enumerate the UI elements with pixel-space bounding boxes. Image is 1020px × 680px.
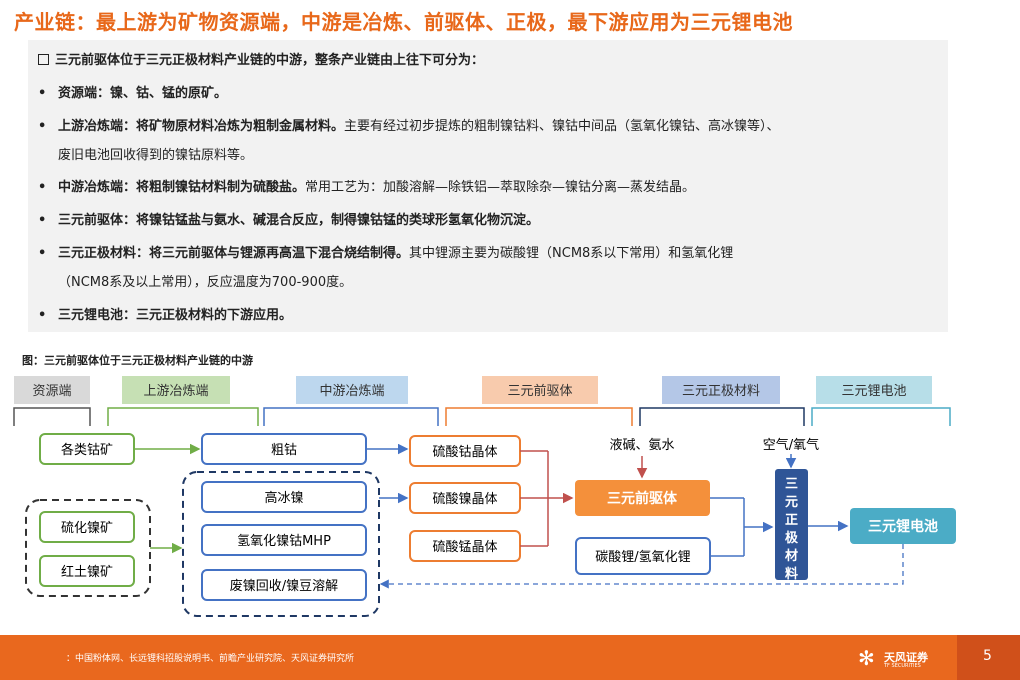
node-nickel-matte [201,481,367,513]
info-item-upstream-cont: 废旧电池回收得到的镍钴原料等。 [58,148,254,163]
bracket-upstream [107,407,259,426]
industry-chain-diagram: 资源端 上游冶炼端 中游冶炼端 三元前驱体 三元正极材料 三元锂电池 各类钴矿 … [13,376,956,617]
bracket-battery [811,407,951,426]
bracket-precursor [445,407,633,426]
info-item-cathode-cont: （NCM8系及以上常用），反应温度为700-900度。 [58,275,353,290]
page-number: 5 [983,648,992,664]
stage-label-battery: 三元锂电池 [841,384,906,399]
info-item-precursor: •三元前驱体：将镍钴锰盐与氨水、碱混合反应，制得镍钴锰的类球形氢氧化物沉淀。 [38,213,540,228]
stage-label-upstream: 上游冶炼端 [143,384,208,399]
stage-label-cathode: 三元正极材料 [682,384,760,399]
info-item-battery: •三元锂电池：三元正极材料的下游应用。 [38,308,293,323]
node-precursor-label: 三元前驱体 [607,490,678,507]
checkbox-square-icon [38,54,49,65]
node-nickel-matte-label: 高冰镍 [264,490,303,506]
page-number-box: 5 [957,635,1020,680]
node-cathode [775,469,808,580]
arrow-recycle-loop [379,544,904,589]
stage-label-midstream: 中游冶炼端 [319,384,384,399]
footer: ：中国粉体网、长远锂科招股说明书、前瞻产业研究院、天风证券研究所 ✻ 天风证券 … [0,635,1020,680]
info-intro: 三元前驱体位于三元正极材料产业链的中游，整条产业链由上往下可分为： [38,52,484,70]
node-recycle [201,569,367,601]
node-cathode-char: 三 [785,477,798,492]
page-title: 产业链：最上游为矿物资源端，中游是冶炼、前驱体、正极，最下游应用为三元锂电池 [14,10,793,34]
bracket-cathode [639,407,805,426]
logo-flower-icon: ✻ [858,646,875,670]
node-cobalt-sulfate-label: 硫酸钴晶体 [432,445,497,460]
node-cobalt-ore-label: 各类钴矿 [61,442,113,458]
info-item-midstream: •中游冶炼端：将粗制镍钴材料制为硫酸盐。常用工艺为：加酸溶解—除铁铝—萃取除杂—… [38,180,696,195]
node-sulfide-ore-label: 硫化镍矿 [61,521,113,536]
info-item-cathode: •三元正极材料：将三元前驱体与锂源再高温下混合烧结制得。其中锂源主要为碳酸锂（N… [38,246,734,261]
stage-tab-cathode [662,376,780,404]
node-crude-cobalt-label: 粗钴 [271,443,297,458]
stage-tab-midstream [296,376,408,404]
node-sulfide-ore [39,511,135,543]
node-lithium-source-label: 碳酸锂/氢氧化锂 [595,550,690,565]
company-logo: ✻ 天风证券 TF SECURITIES [858,646,928,670]
node-laterite-ore-label: 红土镍矿 [61,564,113,580]
node-battery [850,508,956,544]
stage-tab-upstream [122,376,230,404]
node-cathode-char: 元 [785,495,798,510]
info-item-upstream: •上游冶炼端：将矿物原材料冶炼为粗制金属材料。主要有经过初步提炼的粗制镍钴料、镍… [38,119,780,134]
footer-source: ：中国粉体网、长远锂科招股说明书、前瞻产业研究院、天风证券研究所 [66,654,355,664]
node-mhp [201,524,367,556]
bracket-resource [13,407,91,426]
ore-group [25,499,151,597]
node-nickel-sulfate-label: 硫酸镍晶体 [432,492,497,507]
node-cathode-char: 材 [785,548,798,564]
node-cathode-char: 正 [785,513,798,528]
node-cathode-label: 三元正极材料 [785,477,799,582]
bracket-midstream [263,407,439,426]
stage-tab-precursor [482,376,598,404]
figure-caption: 图：三元前驱体位于三元正极材料产业链的中游 [22,354,253,367]
stage-tab-battery [816,376,932,404]
node-recycle-label: 废镍回收/镍豆溶解 [230,578,338,594]
node-cathode-char: 极 [785,530,799,546]
node-cathode-char: 料 [785,566,798,582]
info-box: 三元前驱体位于三元正极材料产业链的中游，整条产业链由上往下可分为： •资源端：镍… [28,40,948,332]
stage-tab-resource [14,376,90,404]
air-oxygen-label: 空气/氧气 [763,437,819,453]
node-battery-label: 三元锂电池 [868,518,938,535]
node-manganese-sulfate-label: 硫酸锰晶体 [432,540,497,555]
node-precursor [575,480,710,516]
intermediates-group [182,471,380,617]
node-laterite-ore [39,555,135,587]
stage-label-precursor: 三元前驱体 [507,383,572,399]
stage-label-resource: 资源端 [32,384,71,399]
info-item-resource: •资源端：镍、钴、锰的原矿。 [38,86,228,101]
node-mhp-label: 氢氧化镍钴MHP [237,534,331,549]
alkali-ammonia-label: 液碱、氨水 [609,438,674,453]
